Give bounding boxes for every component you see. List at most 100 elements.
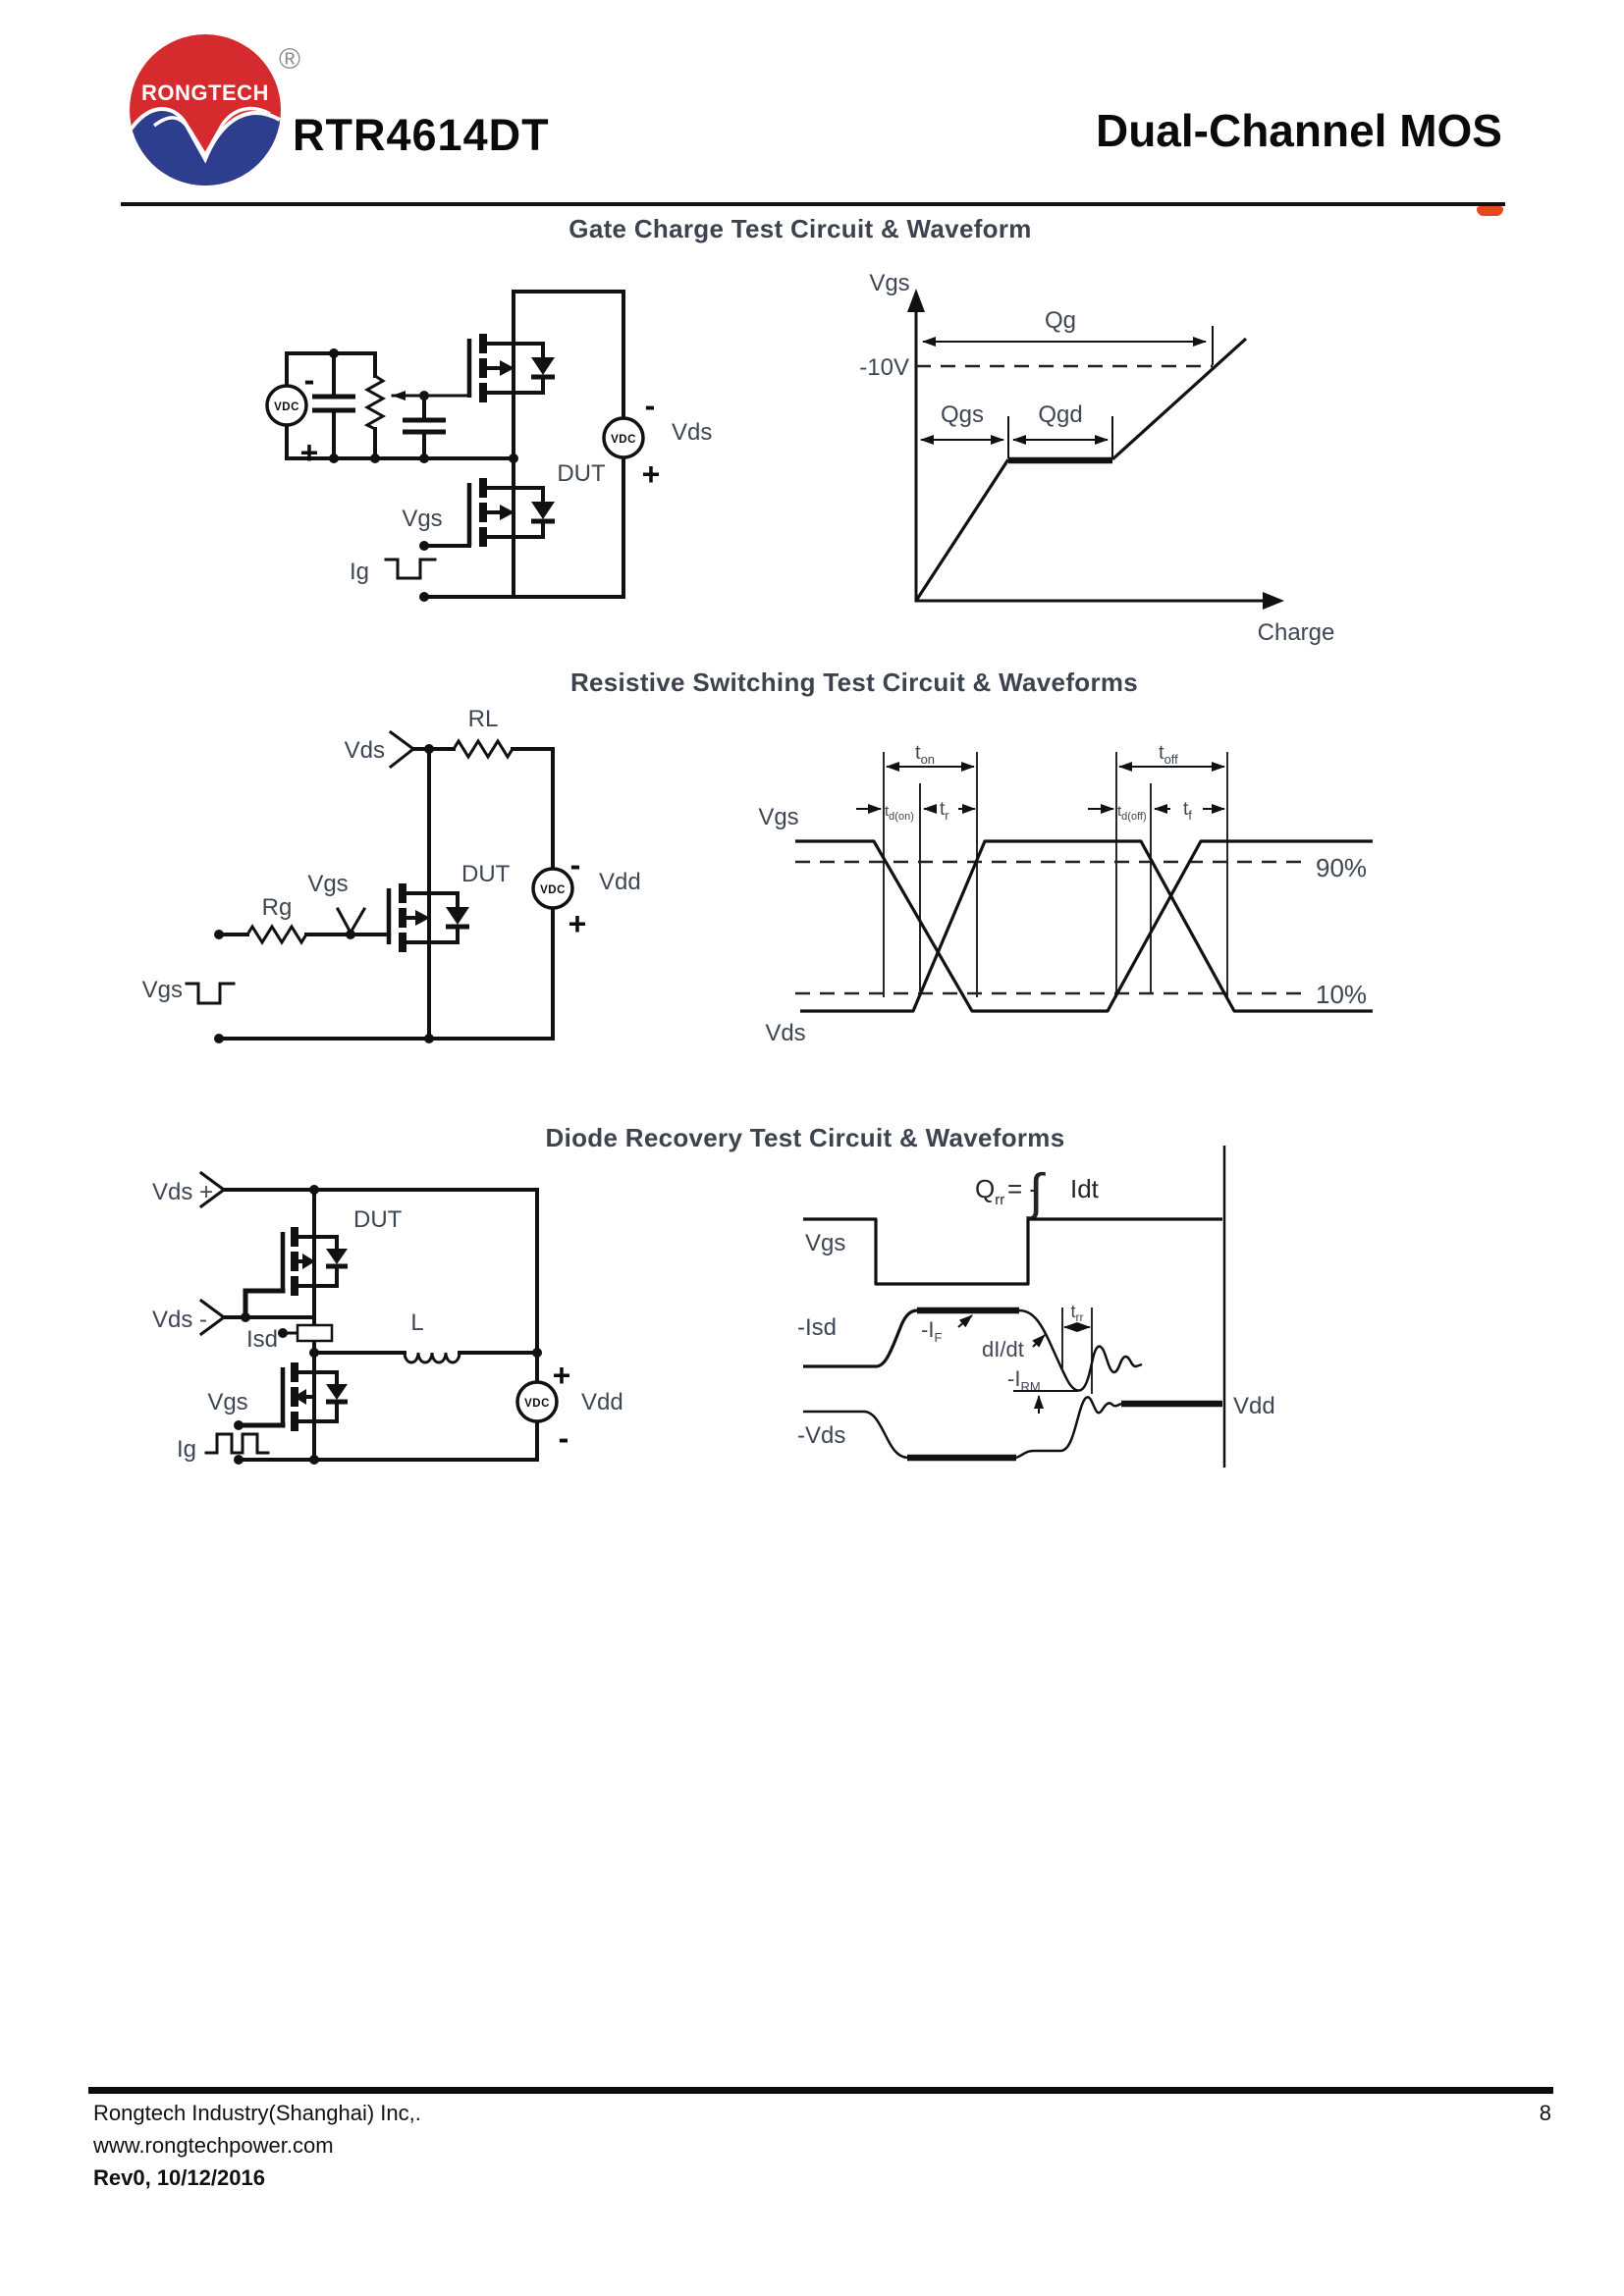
body-diode — [326, 1370, 348, 1423]
plus-sign: + — [642, 456, 661, 492]
vdd-label: Vdd — [599, 869, 641, 895]
vdd-level-label: Vdd — [1233, 1393, 1275, 1419]
qgs-label: Qgs — [941, 401, 984, 428]
t-d-off-label: td(off) — [1117, 803, 1147, 823]
vdd-source — [515, 1380, 559, 1423]
integral-icon: ∫ — [1026, 1164, 1046, 1221]
isd-trace — [803, 1307, 1143, 1392]
t-f-label: tf — [1183, 799, 1192, 823]
vds-trace-label: -Vds — [797, 1422, 845, 1449]
t-on-label: ton — [915, 742, 935, 767]
page-number: 8 — [1539, 2101, 1551, 2125]
vdd-source — [531, 867, 574, 910]
qrr-formula: Qrr = - ∫ Idt — [975, 1164, 1100, 1221]
isd-label: Isd — [246, 1326, 278, 1353]
ig-label: Ig — [350, 559, 369, 585]
junction-dots — [234, 1185, 542, 1465]
mosfet-dut-upper — [280, 1227, 348, 1296]
dut-label: DUT — [353, 1206, 403, 1233]
body-diode — [326, 1235, 348, 1288]
potentiometer — [363, 373, 387, 432]
vgs-label: Vgs — [307, 871, 348, 897]
gate-charge-circuit: VDC VDC - + - Vds + DUT Vgs Ig — [265, 290, 712, 602]
minus-sign: - — [559, 1420, 569, 1456]
vgs-trace — [795, 839, 1373, 1013]
vds-trace-label: Vds — [765, 1020, 805, 1046]
vds-minus-probe-icon — [198, 1298, 227, 1337]
diode-recovery-waveform: Qrr = - ∫ Idt Vgs -Isd -IF dI/dt — [797, 1146, 1275, 1468]
vdc-label: VDC — [524, 1398, 550, 1410]
qg-label: Qg — [1045, 307, 1076, 334]
section-title-gate-charge: Gate Charge Test Circuit & Waveform — [568, 214, 1032, 243]
vgs-trace — [803, 1217, 1222, 1286]
mosfet-lower — [280, 1362, 348, 1431]
isd-sense-box — [296, 1323, 334, 1343]
vdc-label: VDC — [611, 434, 636, 446]
vgs-probe-icon — [335, 906, 367, 935]
vds-probe-icon — [388, 729, 416, 770]
ten-percent-label: 10% — [1316, 980, 1367, 1009]
rl-resistor — [451, 738, 515, 760]
rongtech-logo: RONGTECH ® — [130, 34, 300, 186]
gate-charge-figure: VDC VDC - + - Vds + DUT Vgs Ig — [265, 270, 1334, 646]
rg-resistor — [244, 924, 309, 945]
resistive-switching-figure: VDC Vds RL Rg Vgs DUT - Vdd + Vgs — [142, 706, 1373, 1046]
resistive-switching-circuit: VDC Vds RL Rg Vgs DUT - Vdd + Vgs — [142, 706, 641, 1043]
gate-charge-waveform: Vgs -10V Qg Qgs Qgd Charge — [859, 270, 1334, 646]
minus10v-label: -10V — [859, 354, 909, 381]
vgs-trace-label: Vgs — [805, 1230, 845, 1256]
formula-q: Qrr — [975, 1174, 1004, 1208]
resistive-switching-waveform: ton td(on) tr toff td(off) tf Vgs Vds 90… — [758, 742, 1373, 1046]
vds-label: Vds — [672, 419, 712, 446]
accent-mark — [1477, 206, 1503, 216]
footer-revision: Rev0, 10/12/2016 — [93, 2165, 265, 2190]
inductor-label: L — [410, 1309, 423, 1336]
x-axis-arrow-icon — [1263, 592, 1284, 610]
ig-label: Ig — [177, 1436, 196, 1463]
vds-source — [602, 416, 645, 459]
body-diode — [531, 486, 555, 539]
vdc-label: VDC — [540, 884, 566, 896]
didt-label: dI/dt — [982, 1337, 1024, 1362]
t-r-label: tr — [940, 799, 949, 823]
x-axis-label: Charge — [1258, 619, 1335, 646]
y-axis-arrow-icon — [907, 289, 925, 312]
vds-minus-label: Vds - — [152, 1307, 207, 1333]
doc-title: Dual-Channel MOS — [1095, 105, 1502, 156]
ig-double-pulse-icon — [204, 1432, 270, 1455]
irm-label: -IRM — [1007, 1366, 1041, 1394]
vgs-label: Vgs — [207, 1389, 247, 1415]
vds-label: Vds — [345, 737, 385, 764]
y-axis-label: Vgs — [869, 270, 909, 296]
diode-recovery-figure: VDC Vds + Vds - DUT Isd L Vgs Ig + Vdd - — [152, 1146, 1275, 1468]
section-title-resistive-switching: Resistive Switching Test Circuit & Wavef… — [569, 667, 1139, 697]
t-d-on-label: td(on) — [885, 803, 914, 823]
plus-sign: + — [553, 1358, 571, 1393]
qgd-label: Qgd — [1038, 401, 1082, 428]
t-rr-label: trr — [1070, 1302, 1083, 1324]
if-label: -IF — [921, 1317, 942, 1345]
rl-label: RL — [468, 706, 499, 732]
ig-pulse-icon — [384, 558, 437, 580]
minus-sign: - — [304, 362, 315, 398]
vgs-label: Vgs — [402, 506, 442, 532]
vds-trace — [803, 1396, 1222, 1462]
dut-label: DUT — [461, 861, 511, 887]
formula-equals: = - — [1007, 1174, 1038, 1203]
header-rule — [121, 202, 1505, 206]
vds-plus-probe-icon — [198, 1170, 227, 1209]
diode-recovery-circuit: VDC Vds + Vds - DUT Isd L Vgs Ig + Vdd - — [152, 1170, 623, 1465]
vdc-source — [265, 384, 308, 427]
plus-sign: + — [300, 435, 319, 470]
footer-rule — [88, 2087, 1553, 2094]
t-off-label: toff — [1159, 742, 1178, 767]
formula-idt: Idt — [1070, 1174, 1100, 1203]
minus-sign: - — [645, 388, 656, 423]
mosfet-lower-dut — [466, 478, 555, 547]
logo-text: RONGTECH — [141, 80, 269, 105]
junction-dots — [214, 744, 434, 1043]
mosfet-dut — [386, 883, 469, 952]
vds-plus-label: Vds + — [152, 1179, 213, 1205]
section-title-diode-recovery: Diode Recovery Test Circuit & Waveforms — [545, 1123, 1065, 1152]
